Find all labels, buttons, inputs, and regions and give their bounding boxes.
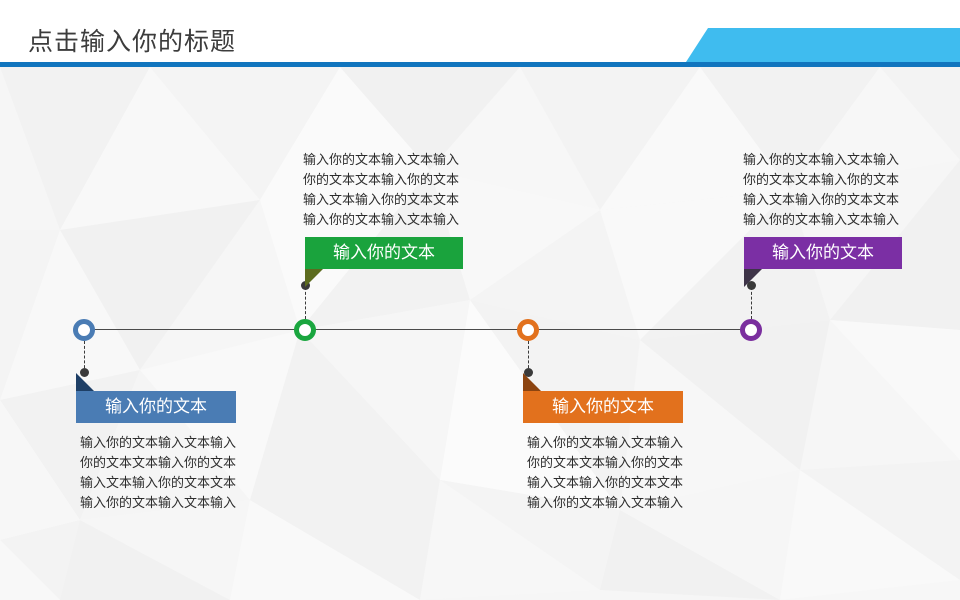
chip-tail-orange: [523, 373, 541, 391]
paragraph-line: 输入你的文本输入文本输入: [303, 212, 460, 227]
connector-dot-blue: [80, 368, 89, 377]
connector-dot-orange: [524, 368, 533, 377]
paragraph-line: 输入你的文本输入文本输入: [527, 435, 684, 450]
item-chip-green[interactable]: 输入你的文本: [305, 237, 463, 269]
page-title: 点击输入你的标题: [28, 28, 237, 56]
timeline-node-blue[interactable]: [73, 319, 95, 341]
paragraph-line: 输入你的文本输入文本输入: [303, 152, 460, 167]
connector-stem-purple: [751, 287, 752, 319]
paragraph-line: 输入你的文本输入文本输入: [743, 152, 900, 167]
chip-tail-purple: [744, 269, 762, 287]
paragraph-line: 输入你的文本输入文本输入: [743, 212, 900, 227]
item-paragraph-blue: 输入你的文本输入文本输入 你的文本文本输入你的文本 输入文本输入你的文本文本 输…: [80, 433, 236, 513]
connector-stem-blue: [84, 341, 85, 373]
timeline-node-green[interactable]: [294, 319, 316, 341]
timeline-node-orange[interactable]: [517, 319, 539, 341]
paragraph-line: 输入你的文本输入文本输入: [80, 495, 237, 510]
chip-tail-blue: [76, 373, 94, 391]
paragraph-line: 你的文本文本输入你的文本: [80, 455, 237, 470]
timeline-axis: [84, 329, 752, 330]
paragraph-line: 输入文本输入你的文本文本: [303, 192, 460, 207]
item-paragraph-purple: 输入你的文本输入文本输入 你的文本文本输入你的文本 输入文本输入你的文本文本 输…: [743, 150, 899, 230]
item-chip-blue[interactable]: 输入你的文本: [76, 391, 236, 423]
paragraph-line: 输入文本输入你的文本文本: [80, 475, 237, 490]
item-paragraph-orange: 输入你的文本输入文本输入 你的文本文本输入你的文本 输入文本输入你的文本文本 输…: [527, 433, 683, 513]
paragraph-line: 你的文本文本输入你的文本: [303, 172, 460, 187]
item-chip-purple[interactable]: 输入你的文本: [744, 237, 902, 269]
connector-stem-green: [305, 287, 306, 319]
timeline-node-purple[interactable]: [740, 319, 762, 341]
item-paragraph-green: 输入你的文本输入文本输入 你的文本文本输入你的文本 输入文本输入你的文本文本 输…: [303, 150, 459, 230]
paragraph-line: 输入你的文本输入文本输入: [527, 495, 684, 510]
paragraph-line: 输入你的文本输入文本输入: [80, 435, 237, 450]
paragraph-line: 你的文本文本输入你的文本: [743, 172, 900, 187]
header-accent-shape: [686, 28, 960, 62]
paragraph-line: 输入文本输入你的文本文本: [743, 192, 900, 207]
paragraph-line: 输入文本输入你的文本文本: [527, 475, 684, 490]
paragraph-line: 你的文本文本输入你的文本: [527, 455, 684, 470]
header-divider-rule: [0, 62, 960, 67]
item-chip-orange[interactable]: 输入你的文本: [523, 391, 683, 423]
chip-tail-green: [305, 269, 323, 287]
connector-stem-orange: [528, 341, 529, 373]
